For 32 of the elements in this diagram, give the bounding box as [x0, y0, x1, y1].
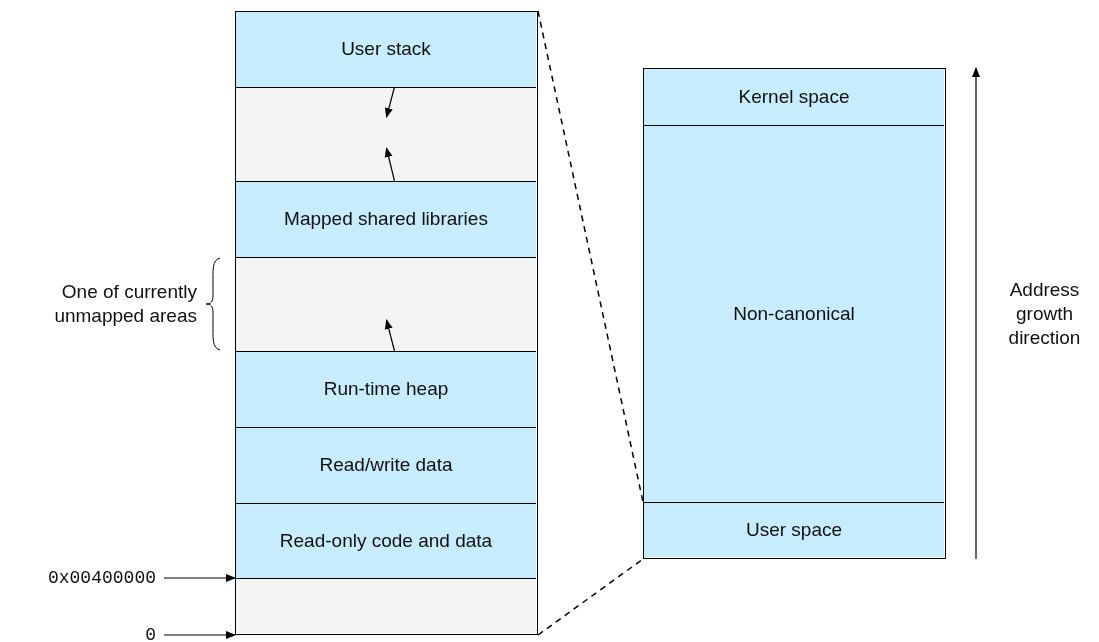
segment-label: Read-only code and data: [279, 529, 493, 552]
dashed-zoom-line: [537, 558, 644, 636]
memory-segment: [236, 502, 536, 578]
arrow: [384, 319, 396, 352]
unmapped-gap: [236, 86, 536, 181]
dashed-zoom-line: [537, 10, 644, 503]
address-space-column: [643, 68, 946, 559]
segment-label: Non-canonical: [733, 302, 855, 325]
address-label: 0x00400000: [47, 568, 156, 588]
unmapped-gap: [236, 256, 536, 351]
memory-segment: [644, 124, 944, 502]
address-label: 0: [145, 625, 156, 642]
segment-label: User stack: [341, 38, 431, 61]
arrow: [384, 86, 396, 119]
memory-segment: [236, 180, 536, 257]
memory-segment: [236, 350, 536, 427]
segment-label: Read/write data: [319, 454, 453, 476]
arrow: [384, 147, 396, 182]
segment-label: Kernel space: [738, 85, 850, 108]
memory-segment: [644, 69, 944, 125]
segment-label: User space: [745, 518, 843, 541]
memory-segment: [644, 501, 944, 557]
axis-label: Address growth direction: [1007, 278, 1082, 350]
arrow: [163, 631, 236, 639]
arrow: [163, 574, 236, 582]
unmapped-gap: [236, 577, 536, 633]
segment-label: Mapped shared libraries: [284, 208, 488, 230]
segment-label: Run-time heap: [323, 378, 449, 400]
memory-segment: [236, 426, 536, 503]
address-space-column: [235, 11, 538, 635]
annotation-text: One of currently unmapped areas: [53, 280, 197, 328]
memory-segment: [236, 12, 536, 87]
